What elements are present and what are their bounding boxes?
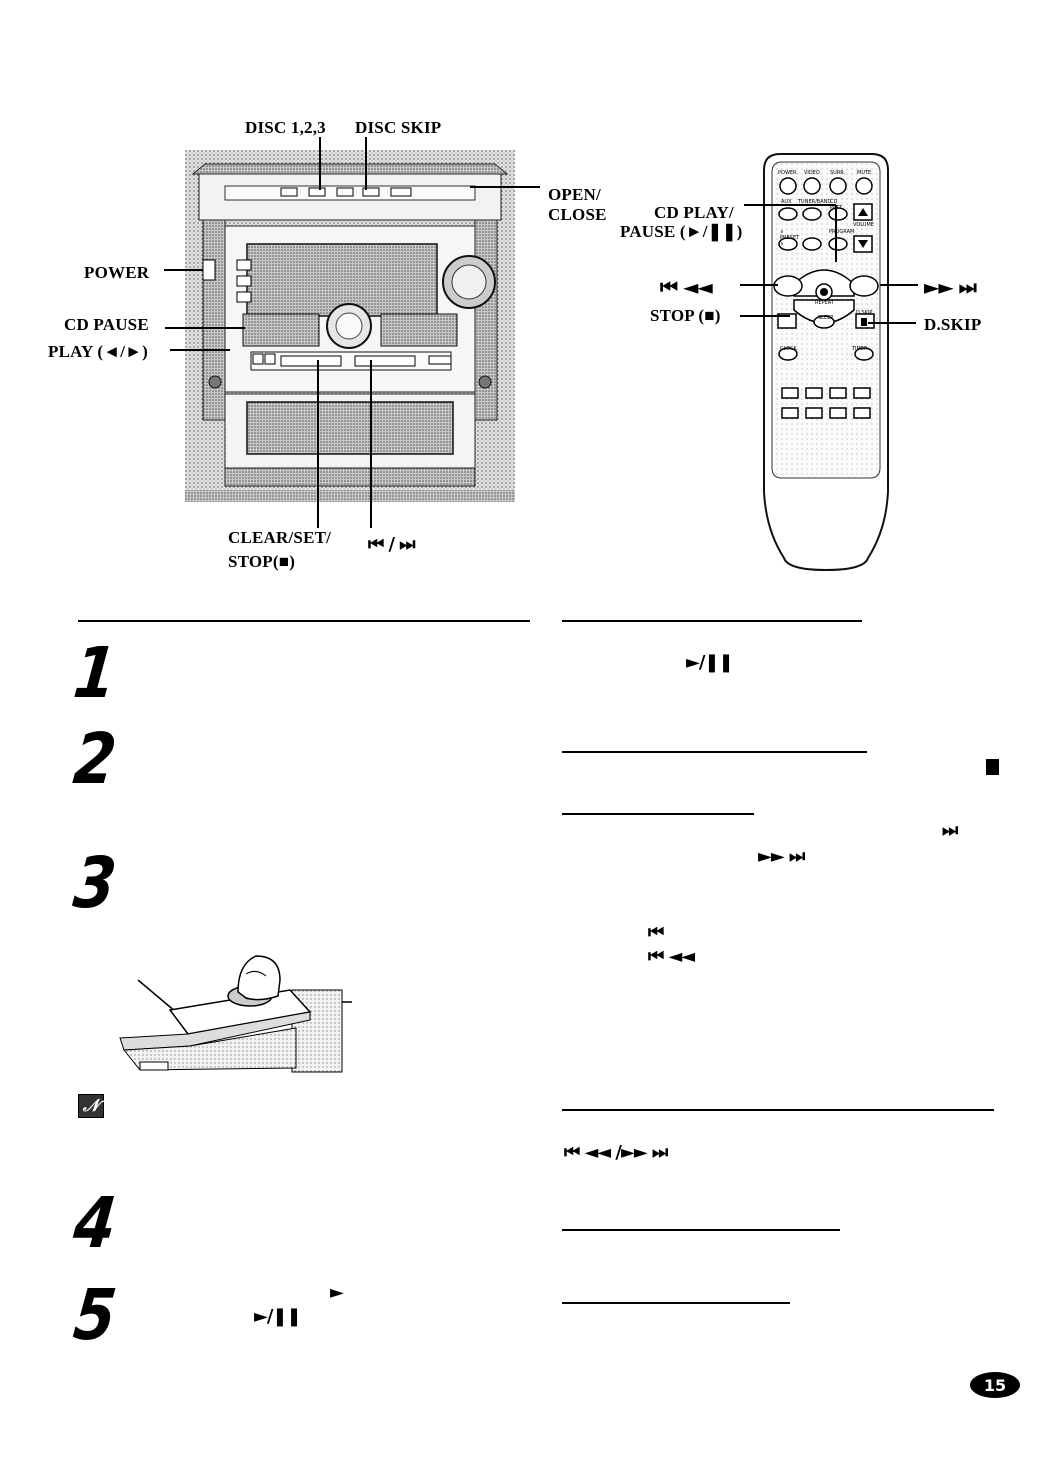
step-number-3: 3 (70, 842, 121, 924)
right-stop-square (986, 759, 999, 775)
stereo-unit-illustration (185, 150, 515, 502)
label-open-close-1: OPEN/ (548, 185, 601, 204)
label-remote-prev: ⏮ ◄◄ (660, 275, 713, 299)
remote-preset-label: ∨ PRESET ∧ (780, 229, 800, 247)
note-icon: 𝒩 (78, 1094, 104, 1118)
remote-tuner-label: TUNER/BAND (798, 199, 832, 205)
remote-mute-label: MUTE (857, 170, 872, 176)
step-number-1: 1 (70, 632, 121, 714)
right-next-symbol: ⏭ (942, 820, 958, 841)
right-rule-1 (562, 620, 862, 622)
label-skip-buttons: ⏮ / ⏭ (368, 534, 416, 555)
remote-surr-label: SURR. (830, 170, 846, 176)
label-cd-pause: CD PAUSE (64, 315, 149, 334)
remote-power-label: POWER (778, 170, 797, 176)
label-disc-123: DISC 1,2,3 (245, 118, 326, 137)
remote-timer-label: TIMER (852, 346, 868, 352)
label-pause: PAUSE (►/❚❚) (620, 222, 743, 241)
remote-aux-label: AUX (781, 199, 792, 205)
label-disc-skip: DISC SKIP (355, 118, 442, 137)
step-number-2: 2 (70, 718, 121, 800)
right-rule-6 (562, 1302, 790, 1304)
remote-video-label: VIDEO (804, 170, 820, 176)
right-rule-4 (562, 1109, 994, 1111)
stereo-leader-lines (164, 137, 540, 528)
page-number: 15 (983, 1375, 1007, 1395)
label-clear-set-stop-2: STOP(■) (228, 552, 296, 571)
disc-loading-illustration (119, 955, 352, 1073)
label-play: PLAY (◄/►) (48, 342, 149, 361)
note-icon-glyph: 𝒩 (82, 1095, 100, 1116)
step-number-4: 4 (70, 1182, 121, 1264)
label-open-close-2: CLOSE (548, 205, 607, 224)
label-remote-stop: STOP (■) (650, 306, 721, 325)
step-number-5: 5 (70, 1274, 121, 1356)
step5-play-pause-symbol: ►/❚❚ (254, 1306, 302, 1327)
label-power: POWER (84, 263, 150, 282)
right-ff-next-symbol: ►► ⏭ (758, 846, 805, 867)
label-cd-play: CD PLAY/ (654, 203, 734, 222)
remote-sleep-label: SLEEP (818, 315, 834, 321)
remote-clock-label: CLOCK (780, 346, 797, 352)
remote-control-illustration (763, 153, 889, 572)
right-rule-2 (562, 751, 867, 753)
label-remote-next: ►► ⏭ (924, 275, 977, 299)
remote-repeat-label: REPEAT (815, 300, 834, 306)
remote-program-label: PROGRAM (829, 229, 855, 235)
right-play-pause-symbol: ►/❚❚ (686, 652, 734, 673)
right-rule-3 (562, 813, 754, 815)
left-section-rule (78, 620, 530, 622)
label-remote-dskip: D.SKIP (924, 315, 982, 334)
step5-play-symbol: ► (330, 1282, 344, 1303)
page-number-badge: 15 (970, 1372, 1020, 1398)
remote-volume-label: VOLUME (853, 222, 874, 228)
remote-dskip-label: D.SKIP (856, 310, 873, 316)
remote-leader-lines (740, 204, 918, 324)
label-clear-set-stop-1: CLEAR/SET/ (228, 528, 332, 547)
right-search-symbols: ⏮ ◄◄ /►► ⏭ (564, 1142, 668, 1163)
right-prev-symbol: ⏮ (648, 922, 664, 943)
right-rule-5 (562, 1229, 840, 1231)
right-prev-rew-symbol: ⏮ ◄◄ (648, 946, 695, 967)
